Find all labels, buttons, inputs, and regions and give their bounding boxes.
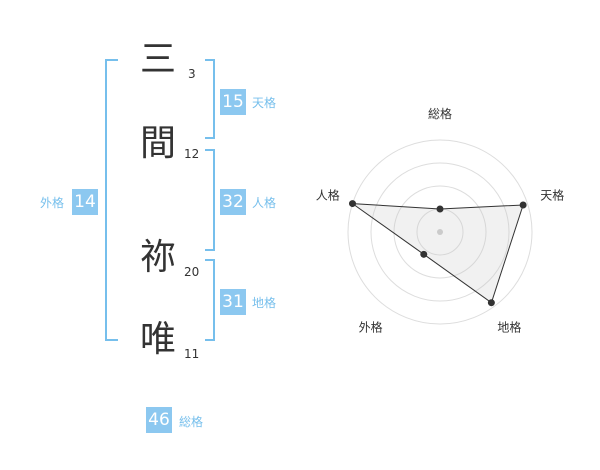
jinkaku-value: 32: [220, 189, 246, 215]
jinkaku-label: 人格: [252, 196, 277, 210]
name-char-2: 間: [140, 123, 177, 164]
chikaku-value: 31: [220, 289, 246, 315]
chikaku-bracket: [205, 259, 215, 341]
radar-ring: [370, 162, 510, 302]
gaikaku-bracket: [105, 59, 118, 341]
radar-center: [437, 229, 443, 235]
stroke-count-4: 11: [184, 347, 200, 361]
radar-point-3: [487, 299, 495, 307]
jinkaku-bracket: [205, 149, 215, 251]
stroke-count-1: 3: [188, 67, 196, 81]
radar-axis-label: 総格: [428, 106, 452, 121]
gaikaku-value: 14: [72, 189, 98, 215]
name-char-4: 唯: [140, 319, 177, 360]
radar-axis-label: 人格: [316, 188, 340, 203]
radar-point-4: [420, 250, 428, 258]
chikaku-label: 地格: [252, 296, 277, 310]
stroke-count-3: 20: [184, 265, 200, 279]
tenkaku-value: 15: [220, 89, 246, 115]
radar-axis-label: 外格: [359, 320, 383, 335]
radar-axis-label: 地格: [497, 320, 521, 335]
tenkaku-bracket: [205, 59, 215, 139]
radar-point-2: [519, 201, 527, 209]
radar-ring: [393, 185, 487, 279]
radar-series-polygon: [350, 202, 524, 304]
soukaku-label: 総格: [179, 415, 204, 429]
radar-ring: [347, 139, 533, 325]
soukaku-value: 46: [146, 407, 172, 433]
tenkaku-label: 天格: [252, 96, 277, 110]
stroke-count-2: 12: [184, 147, 200, 161]
gaikaku-label: 外格: [40, 196, 65, 210]
radar-axis-label: 天格: [540, 188, 564, 203]
name-char-3: 祢: [140, 237, 177, 278]
radar-point-1: [436, 205, 444, 213]
radar-point-5: [349, 200, 357, 208]
name-char-1: 三: [140, 39, 177, 80]
